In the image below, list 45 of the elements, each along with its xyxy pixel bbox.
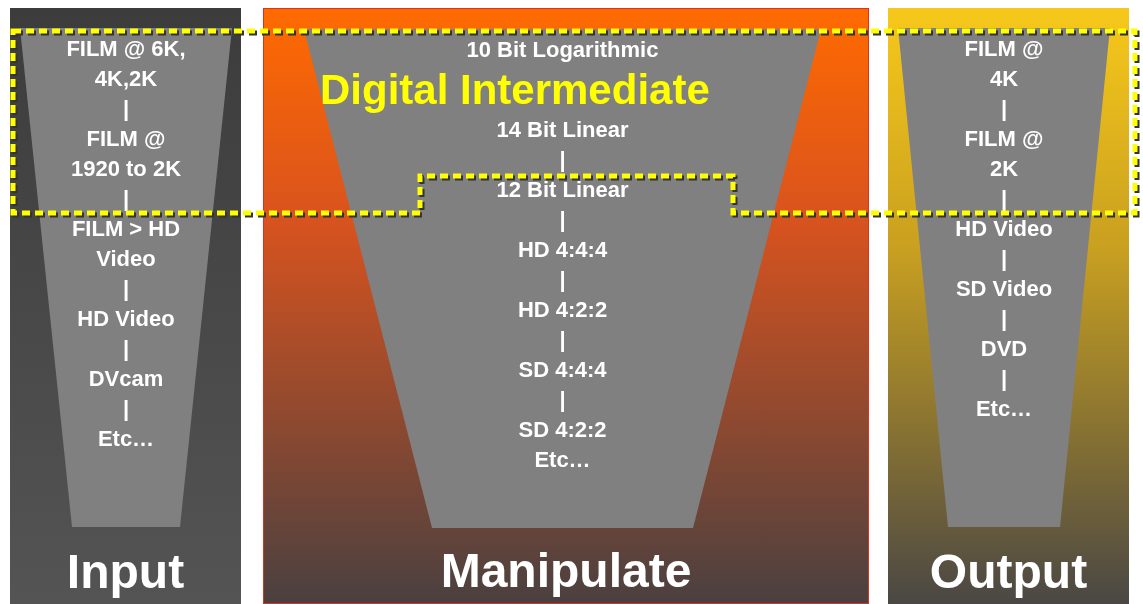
divider-mark: | xyxy=(1000,185,1008,213)
divider-mark: | xyxy=(122,335,130,363)
format-label: FILM @ 2K xyxy=(963,125,1045,183)
divider-mark: | xyxy=(122,275,130,303)
divider-mark: | xyxy=(559,326,566,354)
funnel-shape xyxy=(898,28,1110,527)
divider-mark: | xyxy=(122,185,130,213)
funnel-shape xyxy=(20,28,232,527)
format-label: Etc… xyxy=(97,425,155,453)
funnel-shape xyxy=(304,29,821,528)
divider-mark: | xyxy=(559,266,566,294)
divider-mark: | xyxy=(1000,245,1008,273)
panel-heading: Manipulate xyxy=(439,543,693,599)
format-label: FILM > HD Video xyxy=(70,215,182,273)
panel-heading: Output xyxy=(928,544,1089,600)
divider-mark: | xyxy=(122,395,130,423)
format-label: HD Video xyxy=(77,305,175,333)
panel-heading: Input xyxy=(65,544,186,600)
format-label: HD 4:4:4 xyxy=(517,236,608,264)
format-label: Etc… xyxy=(534,446,591,474)
region-title: Digital Intermediate xyxy=(320,66,710,114)
panel xyxy=(10,8,241,604)
format-label: HD 4:2:2 xyxy=(517,296,608,324)
divider-mark: | xyxy=(559,206,566,234)
format-label: FILM @ 4K xyxy=(963,35,1045,93)
format-label: SD Video xyxy=(955,275,1053,303)
format-label: 14 Bit Linear xyxy=(496,116,629,144)
format-label: Etc… xyxy=(975,395,1033,423)
format-label: SD 4:4:4 xyxy=(518,356,607,384)
format-label: 10 Bit Logarithmic xyxy=(466,36,659,64)
divider-mark: | xyxy=(559,386,566,414)
divider-mark: | xyxy=(122,95,130,123)
panel xyxy=(263,8,869,604)
divider-mark: | xyxy=(559,146,566,174)
panel xyxy=(888,8,1129,604)
format-label: FILM @ 6K, 4K,2K xyxy=(65,35,187,93)
format-label: 12 Bit Linear xyxy=(496,176,629,204)
divider-mark: | xyxy=(1000,95,1008,123)
format-label: SD 4:2:2 xyxy=(518,416,607,444)
format-label: HD Video xyxy=(955,215,1053,243)
format-label: DVD xyxy=(980,335,1028,363)
divider-mark: | xyxy=(1000,365,1008,393)
divider-mark: | xyxy=(1000,305,1008,333)
format-label: DVcam xyxy=(88,365,164,393)
format-label: FILM @ 1920 to 2K xyxy=(69,125,183,183)
